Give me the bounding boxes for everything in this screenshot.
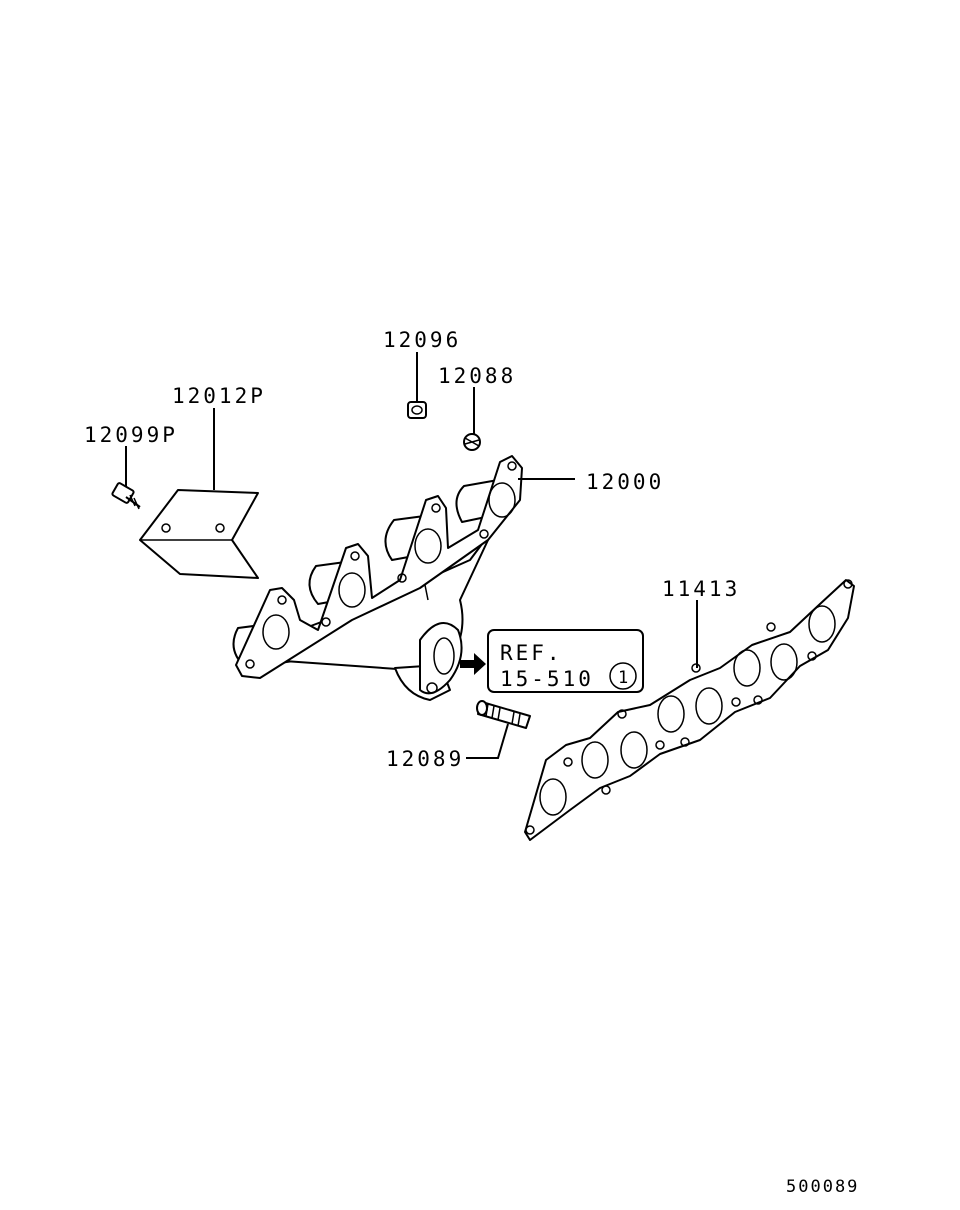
manifold-gasket xyxy=(524,579,855,841)
ref-circle-number: 1 xyxy=(618,668,630,688)
reference-box: REF. 15-510 1 xyxy=(487,629,644,693)
label-12000: 12000 xyxy=(586,470,664,494)
nut-12088 xyxy=(463,433,481,451)
label-11413: 11413 xyxy=(662,577,740,601)
label-12012p: 12012P xyxy=(172,384,266,408)
label-12089: 12089 xyxy=(386,747,464,771)
diagram-id: 500089 xyxy=(786,1177,859,1197)
exhaust-manifold xyxy=(232,455,523,701)
label-12096: 12096 xyxy=(383,328,461,352)
heat-shield-bracket xyxy=(139,489,259,579)
label-12088: 12088 xyxy=(438,364,516,388)
leader-12089 xyxy=(466,723,509,759)
reference-arrow xyxy=(460,653,486,675)
ref-line2: 15-510 xyxy=(500,667,594,691)
label-12099p: 12099P xyxy=(84,423,178,447)
nut-12096 xyxy=(407,401,427,419)
ref-line1: REF. xyxy=(500,641,563,665)
stud-12089 xyxy=(476,700,531,729)
